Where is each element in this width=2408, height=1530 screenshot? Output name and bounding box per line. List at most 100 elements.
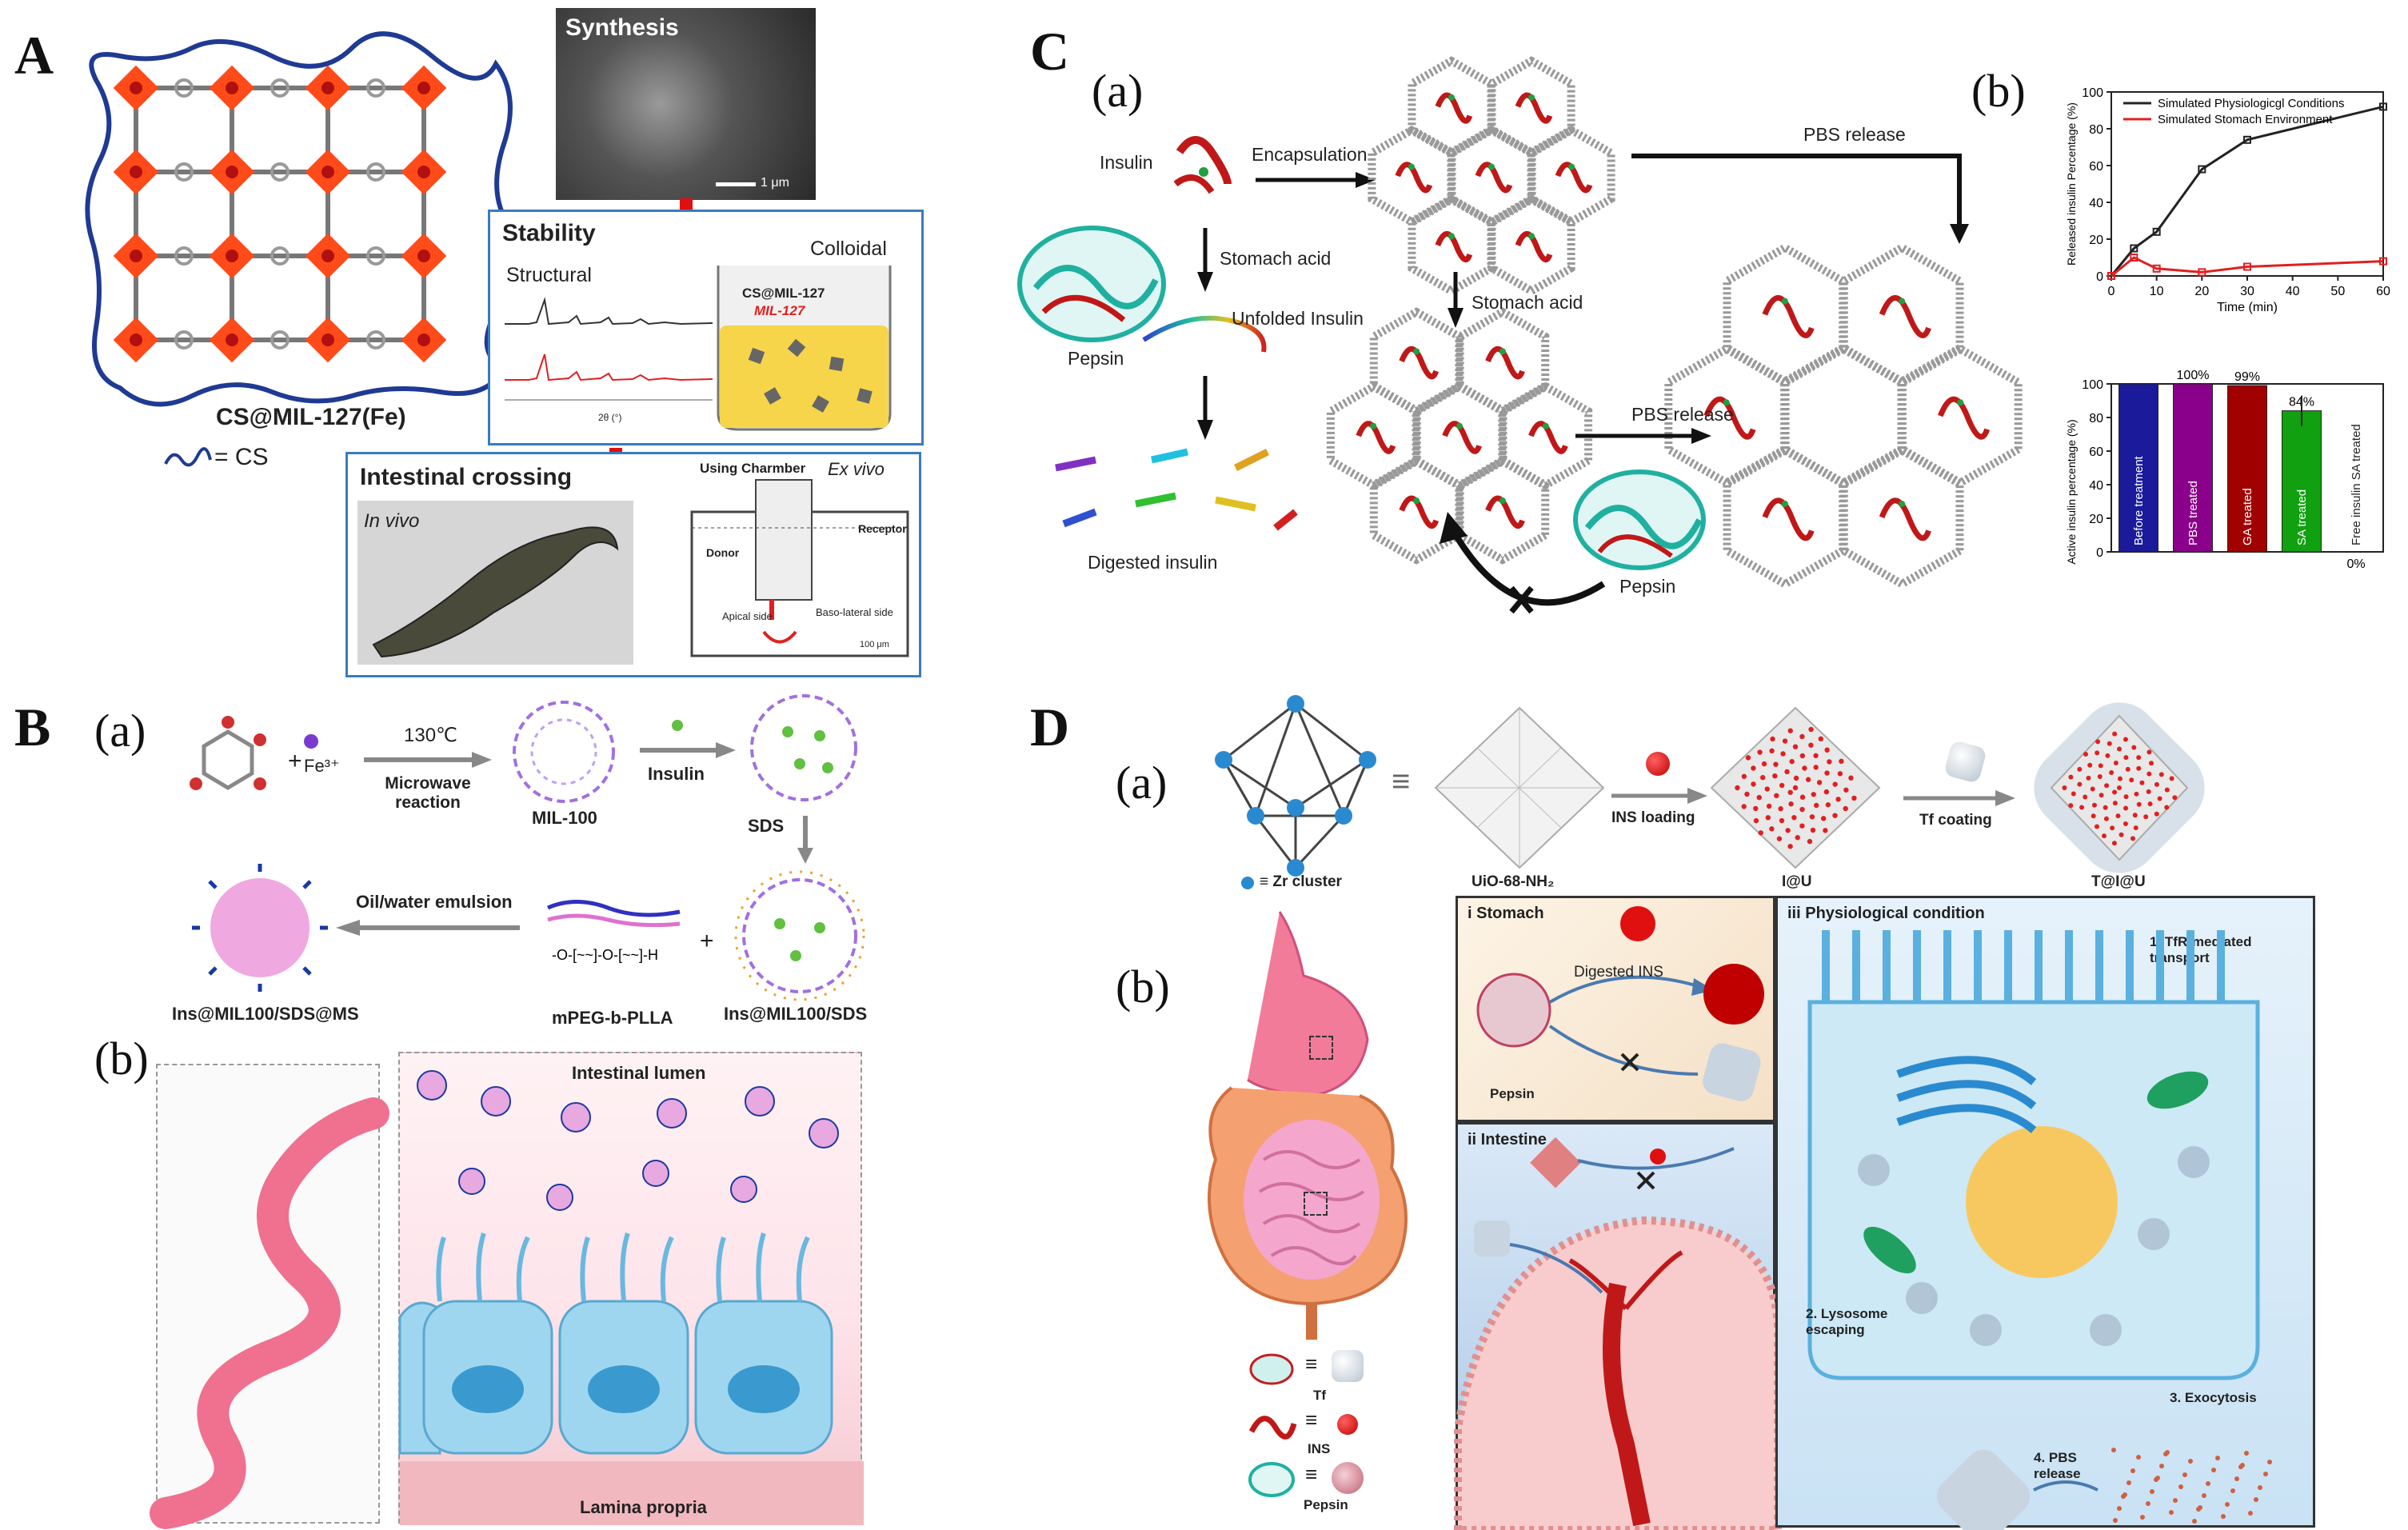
pepsin-molecule-icon xyxy=(1573,469,1706,570)
arrow-right-down-icon xyxy=(1631,154,1969,244)
mil100-cage xyxy=(513,701,615,803)
sem-image: Synthesis 1 μm xyxy=(556,8,816,200)
mof-loaded-top xyxy=(1368,56,1615,296)
data-point xyxy=(2130,244,2138,253)
panel-a: A CS@MIL-127(Fe) = CS Synthesis 1 μm Sta… xyxy=(0,0,924,680)
mil127-framework xyxy=(85,31,519,407)
panel-c-sub-b: (b) xyxy=(1971,65,2026,117)
panel-b: B (a) + Fe³⁺ 130℃ Microwave reaction MIL… xyxy=(0,680,920,1529)
stability-box: Stability Structural 2θ (°) Colloidal CS… xyxy=(488,210,924,445)
exocytosis-label: 3. Exocytosis xyxy=(2170,1390,2257,1405)
arrow-right-icon xyxy=(1256,172,1376,188)
y-tick-label: 60 xyxy=(2089,160,2103,174)
data-point xyxy=(2152,264,2161,273)
y-tick-label: 80 xyxy=(2089,123,2103,137)
legend-pepsin-label: Pepsin xyxy=(1304,1497,1348,1512)
donor-label: Donor xyxy=(706,546,740,559)
structural-label: Structural xyxy=(506,264,592,286)
physio-label: iii Physiological condition xyxy=(1787,905,1985,922)
x-axis-label: Time (min) xyxy=(2217,301,2278,314)
legend-entry: Simulated Stomach Environment xyxy=(2158,113,2333,126)
panel-d-sub-a: (a) xyxy=(1116,757,1168,809)
basolateral-label: Baso-lateral side xyxy=(816,606,893,618)
bar xyxy=(2282,410,2322,553)
unfolded-label: Unfolded Insulin xyxy=(1232,308,1364,329)
fe-ion-icon xyxy=(304,734,318,749)
x-tick-label: 30 xyxy=(2240,285,2254,298)
uio-label: UiO-68-NH₂ xyxy=(1472,873,1555,890)
linker-molecule xyxy=(190,716,266,790)
x-tick-label: 40 xyxy=(2286,285,2300,298)
lamina-label: Lamina propria xyxy=(580,1497,707,1517)
legend-entry: Simulated Physiologicgl Conditions xyxy=(2158,97,2344,110)
zr-cluster-octahedron xyxy=(1215,695,1376,877)
stability-title: Stability xyxy=(502,220,596,246)
final-product-label: Ins@MIL100/SDS@MS xyxy=(172,1004,359,1024)
temp-label: 130℃ xyxy=(404,725,457,746)
y-tick-label: 100 xyxy=(2082,86,2103,100)
bar xyxy=(2173,383,2213,553)
arrow-right-icon xyxy=(1575,428,1711,444)
arrow-down-icon xyxy=(1197,376,1213,440)
insulin-label: Insulin xyxy=(1100,152,1153,173)
y-tick-label: 20 xyxy=(2089,234,2103,247)
data-point xyxy=(2379,257,2387,266)
y-tick-label: 60 xyxy=(2089,445,2103,459)
panel-d-letter: D xyxy=(1030,697,1070,757)
intestinal-lumen-panel: Intestinal lumen Lamina propria xyxy=(398,1052,864,1525)
panel-b-letter: B xyxy=(14,697,51,757)
bar xyxy=(2118,383,2158,553)
tf-coating-label: Tf coating xyxy=(1919,812,1992,829)
panel-c: C (a) Insulin Encapsulation Pepsin Stoma… xyxy=(992,0,2408,640)
unfolded-insulin-icon xyxy=(1142,315,1267,353)
series-line xyxy=(2110,256,2384,278)
lysosome-label: 2. Lysosome escaping xyxy=(1806,1306,1888,1337)
iu-crystal xyxy=(1710,706,1881,869)
y-axis-label: Released insulin Percentage (%) xyxy=(2065,102,2078,266)
intestine-box: ii Intestine xyxy=(1454,1122,1782,1530)
pbs-release-mid-label: PBS release xyxy=(1631,404,1734,425)
stomach-acid-label-2: Stomach acid xyxy=(1472,292,1583,313)
category-label: PBS treated xyxy=(2186,481,2200,545)
arrow-down-icon xyxy=(797,816,813,864)
x-tick-label: 60 xyxy=(2376,285,2390,298)
colloidal-label: Colloidal xyxy=(810,238,887,260)
chamber-title: Using Charmber xyxy=(700,461,806,476)
panel-b-sub-b: (b) xyxy=(94,1033,149,1085)
mil100-label: MIL-100 xyxy=(532,808,597,828)
y-tick-label: 40 xyxy=(2089,479,2103,493)
beaker-icon xyxy=(717,266,892,431)
svg-text:-O-[~~]-O-[~~]-H: -O-[~~]-O-[~~]-H xyxy=(552,947,658,963)
pepsin-label-2: Pepsin xyxy=(1619,576,1676,597)
ins-loading-label: INS loading xyxy=(1611,809,1695,826)
category-label: Before treatment xyxy=(2132,455,2146,545)
polymer-label: mPEG-b-PLLA xyxy=(552,1008,673,1028)
blocked-arrow-icon xyxy=(1440,512,1606,614)
microsphere-icon xyxy=(192,864,328,992)
fe-label: Fe³⁺ xyxy=(304,756,340,776)
legend-pepsin-icon xyxy=(1248,1462,1295,1497)
pepsin-label-1: Pepsin xyxy=(1068,348,1124,369)
y-tick-label: 80 xyxy=(2089,412,2103,425)
insulin-step-label: Insulin xyxy=(648,764,705,784)
value-label: 99% xyxy=(2234,370,2260,384)
stomach-label: i Stomach xyxy=(1468,905,1544,922)
x-tick-label: 50 xyxy=(2330,285,2345,298)
xrd-axis-label: 2θ (°) xyxy=(598,412,622,423)
cs-legend-icon xyxy=(164,447,212,467)
y-axis-label: Active insulin percentage (%) xyxy=(2065,419,2078,564)
in-vivo-label: In vivo xyxy=(364,510,420,532)
x-tick-label: 20 xyxy=(2194,285,2209,298)
y-tick-label: 20 xyxy=(2089,513,2103,526)
ins-mil-sds-label: Ins@MIL100/SDS xyxy=(724,1004,868,1024)
y-tick-label: 100 xyxy=(2082,378,2103,392)
data-point xyxy=(2243,262,2251,271)
emulsion-label: Oil/water emulsion xyxy=(356,892,513,912)
arrow-right-icon xyxy=(1611,788,1707,804)
digested-label: Digested insulin xyxy=(1088,552,1218,573)
polymer-chain: -O-[~~]-O-[~~]-H xyxy=(547,900,681,963)
panel-a-letter: A xyxy=(14,25,54,86)
insulin-molecule-icon xyxy=(1173,136,1232,194)
